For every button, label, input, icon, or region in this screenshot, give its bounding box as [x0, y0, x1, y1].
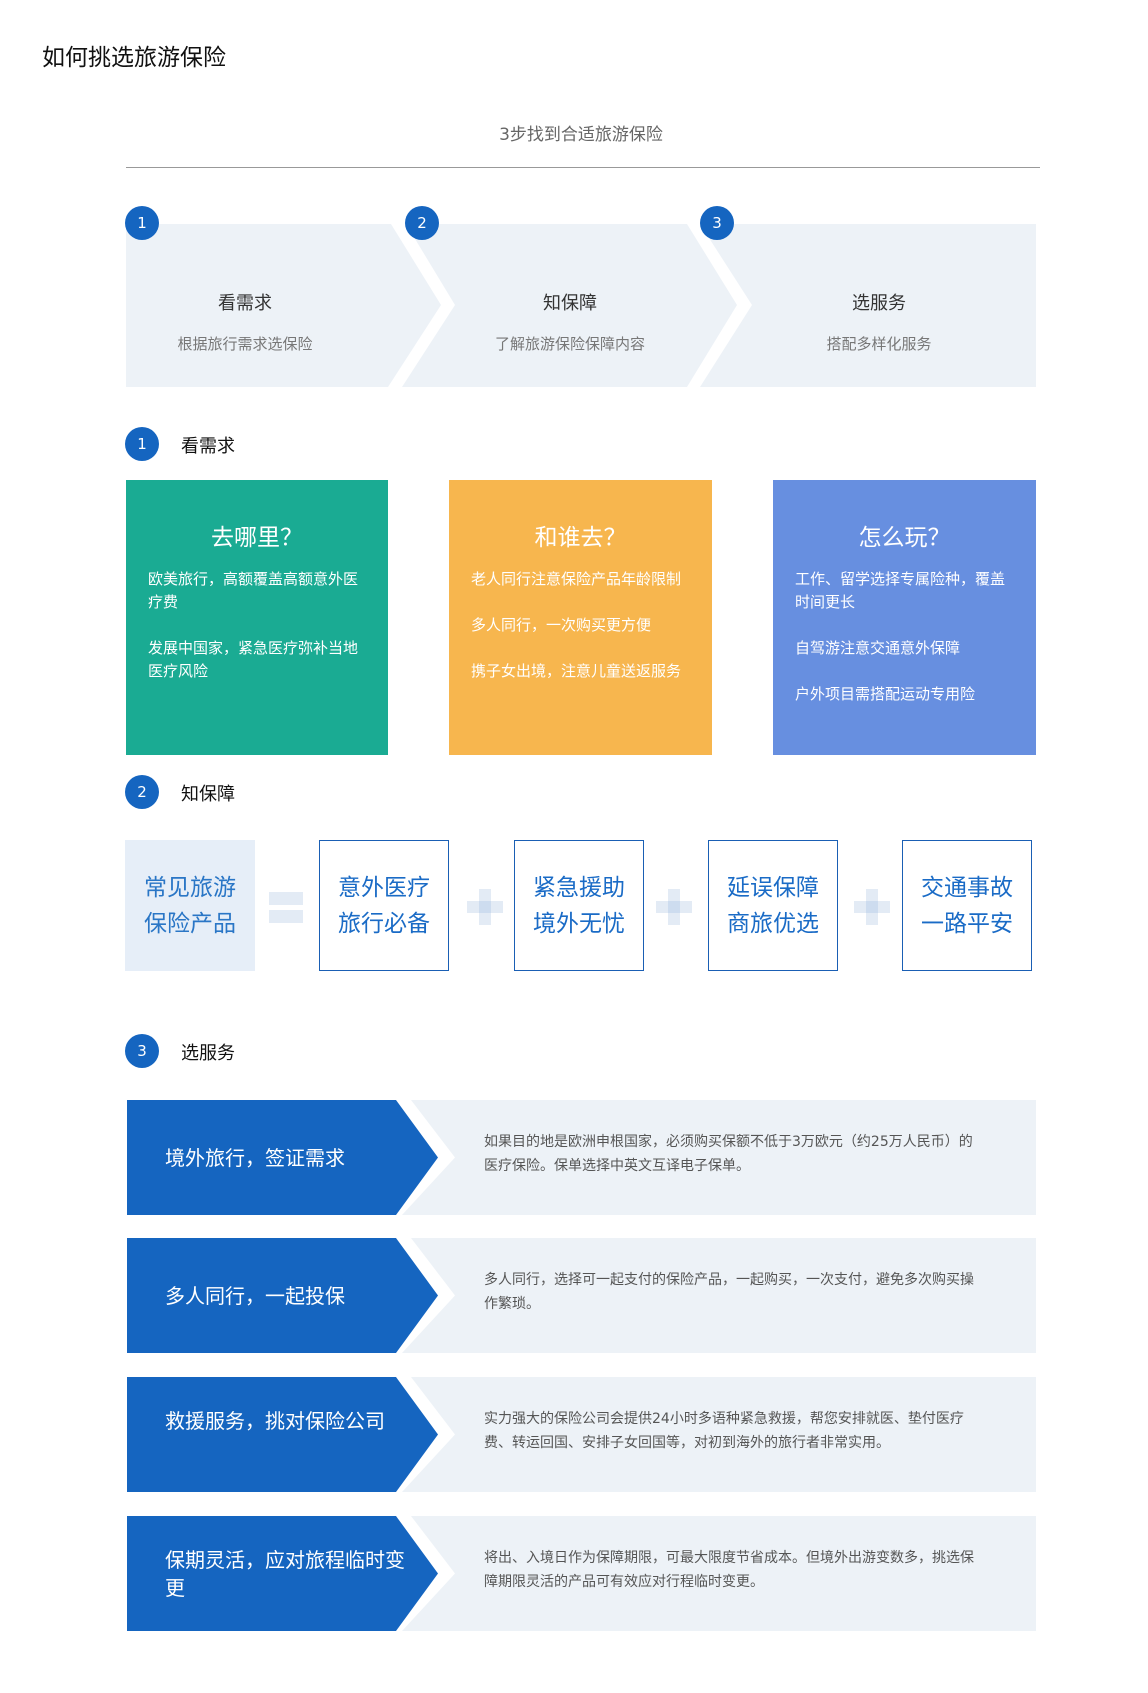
card-item: 老人同行注意保险产品年龄限制 — [471, 570, 682, 588]
plus-icon — [854, 889, 890, 925]
step-chevron-1 — [126, 224, 441, 387]
service-panel — [402, 1238, 1036, 1353]
step-chevron-3 — [700, 224, 1036, 387]
page-title: 如何挑选旅游保险 — [42, 45, 226, 71]
plus-icon — [467, 889, 503, 925]
card-title: 怎么玩？ — [858, 525, 951, 551]
box-line: 延误保障 — [727, 874, 819, 901]
step-number-1: 1 — [125, 206, 159, 240]
product-box-medical: 意外医疗 旅行必备 — [319, 840, 449, 971]
service-arrow — [127, 1516, 438, 1631]
service-desc: 如果目的地是欧洲申根国家，必须购买保额不低于3万欧元（约25万人民币）的医疗保险… — [484, 1134, 973, 1174]
service-title: 保期灵活，应对旅程临时变更 — [165, 1547, 405, 1600]
step-desc: 根据旅行需求选保险 — [177, 335, 313, 353]
box-line: 紧急援助 — [533, 874, 625, 901]
service-arrow — [127, 1100, 438, 1215]
card-item: 发展中国家，紧急医疗弥补当地医疗风险 — [148, 639, 359, 680]
card-how: 怎么玩？ 工作、留学选择专属险种，覆盖时间更长 自驾游注意交通意外保障 户外项目… — [773, 480, 1036, 755]
divider — [126, 167, 1040, 168]
step-title: 选服务 — [852, 293, 906, 314]
box-line: 交通事故 — [921, 874, 1013, 901]
service-arrow — [127, 1377, 438, 1492]
card-item: 工作、留学选择专属险种，覆盖时间更长 — [795, 570, 1006, 611]
card-item: 携子女出境，注意儿童送返服务 — [471, 662, 682, 680]
section-number-1: 1 — [125, 427, 159, 461]
card-item: 户外项目需搭配运动专用险 — [795, 685, 976, 703]
service-panel — [402, 1377, 1036, 1492]
product-box-traffic: 交通事故 一路平安 — [902, 840, 1032, 971]
service-panel — [402, 1100, 1036, 1215]
service-title: 多人同行，一起投保 — [165, 1283, 345, 1308]
step-desc: 了解旅游保险保障内容 — [494, 335, 645, 353]
step-chevron-2 — [402, 224, 737, 387]
card-title: 和谁去？ — [534, 525, 627, 551]
product-category-box: 常见旅游 保险产品 — [125, 840, 255, 971]
section-title: 看需求 — [181, 436, 235, 457]
subtitle: 3步找到合适旅游保险 — [499, 125, 663, 145]
service-desc: 实力强大的保险公司会提供24小时多语种紧急救援，帮您安排就医、垫付医疗费、转运回… — [484, 1411, 964, 1451]
box-line: 商旅优选 — [727, 910, 819, 937]
plus-icon — [656, 889, 692, 925]
service-desc: 多人同行，选择可一起支付的保险产品，一起购买，一次支付，避免多次购买操作繁琐。 — [484, 1272, 974, 1312]
card-item: 欧美旅行，高额覆盖高额意外医疗费 — [148, 570, 359, 611]
equals-icon — [269, 892, 303, 923]
card-title: 去哪里？ — [211, 525, 303, 551]
step-number-3: 3 — [700, 206, 734, 240]
service-title: 境外旅行，签证需求 — [165, 1145, 345, 1170]
box-line: 一路平安 — [921, 910, 1013, 937]
card-where: 去哪里？ 欧美旅行，高额覆盖高额意外医疗费 发展中国家，紧急医疗弥补当地医疗风险 — [126, 480, 388, 755]
step-title: 知保障 — [543, 293, 597, 314]
section-title: 知保障 — [181, 784, 235, 805]
box-line: 常见旅游 — [144, 874, 236, 901]
section-number-2: 2 — [125, 775, 159, 809]
box-line: 保险产品 — [144, 910, 236, 937]
service-title: 救援服务，挑对保险公司 — [165, 1408, 385, 1433]
product-box-emergency: 紧急援助 境外无忧 — [514, 840, 644, 971]
step-desc: 搭配多样化服务 — [826, 335, 932, 353]
service-desc: 将出、入境日作为保障期限，可最大限度节省成本。但境外出游变数多，挑选保障期限灵活… — [484, 1550, 974, 1590]
box-line: 境外无忧 — [533, 910, 625, 937]
box-line: 旅行必备 — [338, 910, 430, 937]
product-box-delay: 延误保障 商旅优选 — [708, 840, 838, 971]
step-title: 看需求 — [218, 293, 272, 314]
section-title: 选服务 — [181, 1043, 235, 1064]
card-item: 多人同行，一次购买更方便 — [471, 616, 652, 634]
service-arrow — [127, 1238, 438, 1353]
card-with-whom: 和谁去？ 老人同行注意保险产品年龄限制 多人同行，一次购买更方便 携子女出境，注… — [449, 480, 712, 755]
step-number-2: 2 — [405, 206, 439, 240]
box-line: 意外医疗 — [338, 874, 430, 901]
section-number-3: 3 — [125, 1034, 159, 1068]
service-panel — [402, 1516, 1036, 1631]
card-item: 自驾游注意交通意外保障 — [795, 639, 961, 657]
